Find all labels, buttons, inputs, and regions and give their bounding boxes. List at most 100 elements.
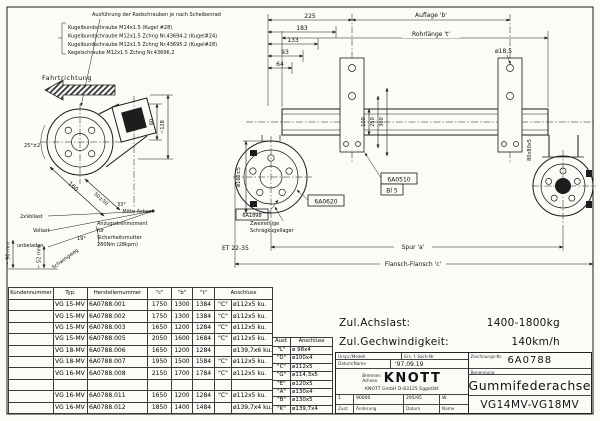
dim-travel-90: ~ 90 mm	[6, 242, 12, 266]
cell-anschluss: ø112x5 ku.	[230, 390, 274, 403]
bearing-note: Zweireihige	[250, 221, 279, 227]
dim-angle-25: 25°±2	[24, 143, 40, 149]
table-row: VG 15-MV 6A0788.003 1650 1200 1284 "C" ø…	[8, 321, 274, 335]
cell-kundennummer	[8, 310, 54, 323]
col-anschluss: Anschluss	[290, 337, 333, 347]
spec-block: Zul.Achslast: 1400-1800kg Zul.Gechwindig…	[337, 313, 592, 351]
cell-anschluss: ø112x5 ku.	[230, 333, 274, 346]
screw-note-line: Kugelbundschraube M14x1.5 (Kugel #28)	[68, 25, 172, 31]
cell-c: 2150	[147, 367, 172, 380]
cell-typ: VG 16-MV	[53, 401, 88, 414]
rev-head-datum: Datum	[404, 404, 440, 413]
rev-name: W.	[442, 396, 448, 401]
cell-anschluss: ø112x5 ku.	[230, 355, 274, 369]
cell-c: 1650	[147, 321, 172, 335]
cell-b: 1200	[171, 390, 193, 403]
field-replacement: Ers. f. Sach-Nr	[404, 354, 434, 359]
cell-ausf: "C"	[214, 333, 232, 346]
cell-kundennummer	[8, 355, 54, 369]
knott-logo: KNOTT	[383, 371, 442, 386]
cell-t: 1584	[192, 355, 215, 369]
revision-block: 1 90000 295/95 W. Zust. Änderung Datum N…	[336, 395, 468, 413]
cell-b: 1200	[171, 344, 193, 357]
cell-t: 1484	[192, 401, 215, 414]
cell-herstellernummer: 6A0788.002	[87, 310, 148, 323]
cell-typ: VG 15-MV	[53, 333, 88, 346]
rear-view: ø160±5 225 183 133 93 64 Auflage 'b'	[222, 12, 596, 268]
field-origin: Urspr./Modell	[336, 353, 403, 359]
cell-typ	[53, 378, 88, 392]
cell-kundennummer	[8, 367, 54, 380]
screw-note-line: Kugelbundschraube M12x1.5 Zchng Nr.43694…	[68, 34, 217, 40]
cell-ausf: "L"	[272, 345, 291, 356]
cell-anschluss: ø130x5	[290, 396, 333, 406]
cell-kundennummer	[8, 333, 54, 346]
table-row: VG 15-MV 6A0788.001 1750 1300 1384 "C" ø…	[8, 298, 274, 312]
cell-typ: VG 16-MV	[53, 367, 88, 380]
col-b: "b"	[171, 287, 193, 300]
part-label-6a1898: 6A1898	[242, 213, 261, 219]
cell-b: 1400	[171, 401, 193, 414]
revision-headers: Zust. Änderung Datum Name	[336, 404, 468, 413]
rev-head-zust: Zust.	[336, 404, 354, 413]
table-row: "A" ø130x4	[272, 387, 333, 398]
cell-c: 1750	[147, 298, 172, 312]
cell-kundennummer	[8, 321, 54, 335]
table-row: VG 18-MV 6A0788.006 1650 1200 1284 ø139,…	[8, 344, 274, 357]
cell-herstellernummer: 6A0788.003	[87, 321, 148, 335]
cell-kundennummer	[8, 344, 54, 357]
revision-entry: 1 90000 295/95 W.	[336, 395, 468, 404]
dim-250: 250	[370, 117, 376, 127]
cell-ausf: "C"	[214, 298, 232, 312]
drawing-number: 6A0788	[507, 355, 553, 366]
title-block: Urspr./Modell Ers. f. Sach-Nr Datum/Name…	[335, 352, 592, 414]
date-row: Datum/Name '97.09.19	[336, 360, 468, 369]
product-name: Gummifederachse	[468, 375, 591, 396]
cell-anschluss: ø120x5	[290, 379, 333, 389]
dim-93: 93	[281, 49, 289, 56]
cell-anschluss: ø130x4	[290, 387, 333, 398]
bearing-note: Schrägkugellager	[250, 228, 295, 234]
cell-herstellernummer: 6A0788.001	[87, 298, 148, 312]
cell-ausf: "G"	[272, 371, 291, 381]
cell-ausf: "C"	[214, 321, 232, 335]
date-value: '97.09.19	[395, 361, 424, 368]
dim-rohrlaenge-t: Rohrlänge 't'	[412, 31, 450, 38]
anschluss-table-header: Ausf. Anschluss	[272, 337, 333, 347]
cell-c: 1650	[147, 344, 172, 357]
col-typ: Typ.	[53, 287, 88, 300]
speed-value: 140km/h	[511, 335, 560, 348]
mounting-plate-left	[339, 57, 365, 153]
dim-auflage-b: Auflage 'b'	[415, 12, 447, 19]
col-c: "c"	[147, 287, 172, 300]
dim-flange-diameter: ø160±5	[236, 167, 242, 187]
cell-t: 1384	[192, 310, 215, 323]
cell-kundennummer	[8, 378, 54, 392]
dim-225: 225	[304, 13, 316, 20]
date-label: Datum/Name	[336, 360, 391, 368]
col-t: "t"	[192, 287, 215, 300]
part-label-6a0510: 6A0510	[387, 177, 410, 184]
cell-c: 1850	[147, 401, 172, 414]
screw-note-title: Ausführung der Radschrauben je nach Sche…	[92, 12, 221, 18]
cell-anschluss: ø112x5 ku.	[230, 321, 274, 335]
cell-herstellernummer: 6A0788.006	[87, 344, 148, 357]
title-block-right: Zeichnungs-Nr. 6A0788 Benennung Gummifed…	[468, 353, 591, 413]
cell-kundennummer	[8, 401, 54, 414]
cell-herstellernummer	[87, 378, 148, 392]
brace	[58, 22, 66, 55]
flange-outer	[234, 140, 308, 214]
cell-typ: VG 18-MV	[53, 344, 88, 357]
table-row: "G" ø114,3x5	[272, 371, 333, 381]
dim-50: 50±50	[92, 191, 109, 207]
cell-b: 1600	[171, 333, 193, 346]
cell-ausf: "B"	[272, 396, 291, 406]
dim-133: 133	[287, 37, 299, 44]
dim-128: ~128	[160, 120, 166, 134]
cell-t	[192, 378, 215, 392]
torque-note: 280Nm (28kpm)	[97, 242, 138, 248]
label-2xvollast: 2xVollast	[20, 214, 43, 220]
rev-head-name: Name	[440, 404, 468, 413]
cell-ausf: "C"	[214, 310, 232, 323]
cell-anschluss	[230, 378, 274, 392]
